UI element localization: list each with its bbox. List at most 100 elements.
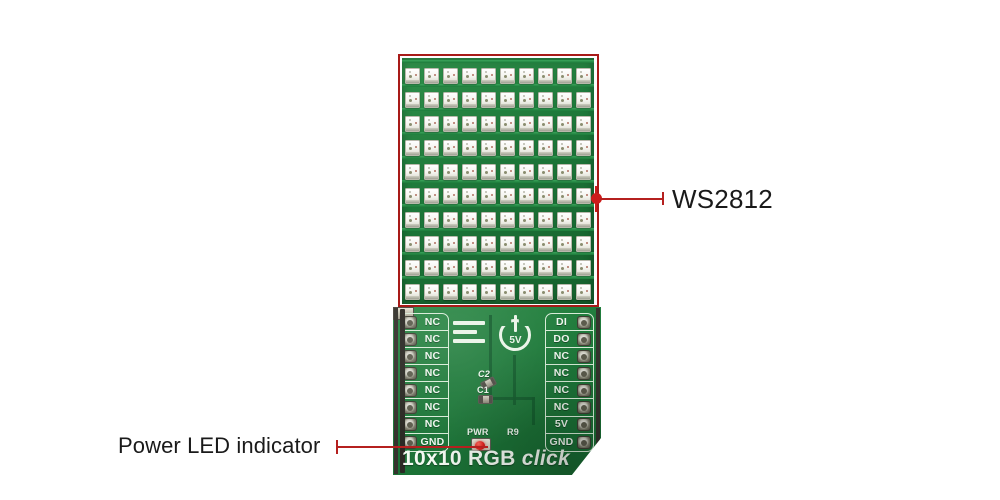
ws2812-led-icon <box>538 284 553 300</box>
ws2812-led-icon <box>424 260 439 276</box>
led-cell <box>403 232 422 256</box>
pin-pad-icon <box>403 401 417 415</box>
led-cell <box>555 136 574 160</box>
ws2812-led-icon <box>557 260 572 276</box>
pin-row[interactable]: NC <box>546 399 593 417</box>
matrix-trace-strip <box>402 252 594 255</box>
led-cell <box>403 208 422 232</box>
ws2812-led-icon <box>481 236 496 252</box>
silkscreen-ref-r9: R9 <box>507 427 519 437</box>
ws2812-callout-endcap <box>662 192 664 205</box>
ws2812-led-icon <box>519 92 534 108</box>
ws2812-callout-label: WS2812 <box>672 184 773 214</box>
ws2812-led-icon <box>557 212 572 228</box>
pin-row[interactable]: NC <box>546 382 593 400</box>
ws2812-led-icon <box>576 260 591 276</box>
led-cell <box>422 136 441 160</box>
led-cell <box>517 256 536 280</box>
led-cell <box>498 256 517 280</box>
pin-row[interactable]: NC <box>401 382 448 400</box>
ws2812-led-icon <box>481 188 496 204</box>
pin-row[interactable]: NC <box>401 314 448 332</box>
led-matrix-grid <box>403 64 593 304</box>
board-title-main: 10x10 RGB <box>402 447 516 470</box>
pin-row[interactable]: NC <box>546 348 593 366</box>
pcb-trace <box>489 315 492 399</box>
pin-label: DO <box>553 332 570 345</box>
ws2812-led-icon <box>481 116 496 132</box>
led-cell <box>479 232 498 256</box>
pin-pad-icon <box>577 315 591 329</box>
pin-row[interactable]: 5V <box>546 417 593 434</box>
led-cell <box>422 208 441 232</box>
led-cell <box>555 64 574 88</box>
ws2812-led-icon <box>500 236 515 252</box>
led-cell <box>498 64 517 88</box>
ws2812-led-icon <box>481 260 496 276</box>
led-cell <box>479 64 498 88</box>
pin-pad-icon <box>577 366 591 380</box>
pin-row[interactable]: NC <box>401 417 448 434</box>
led-cell <box>574 88 593 112</box>
ws2812-callout-line <box>600 198 664 200</box>
ws2812-led-icon <box>538 212 553 228</box>
led-cell <box>555 88 574 112</box>
pin-label: NC <box>553 367 570 380</box>
led-cell <box>441 136 460 160</box>
led-cell <box>403 136 422 160</box>
led-cell <box>536 88 555 112</box>
ws2812-led-icon <box>424 236 439 252</box>
ws2812-led-icon <box>481 212 496 228</box>
led-cell <box>536 280 555 304</box>
ws2812-led-icon <box>500 92 515 108</box>
led-cell <box>441 256 460 280</box>
led-cell <box>498 88 517 112</box>
pin-row[interactable]: NC <box>401 365 448 383</box>
ws2812-led-icon <box>576 236 591 252</box>
ws2812-led-icon <box>462 164 477 180</box>
pin-row[interactable]: NC <box>401 331 448 349</box>
ws2812-led-icon <box>557 68 572 84</box>
matrix-trace-strip <box>402 228 594 231</box>
ws2812-led-icon <box>576 116 591 132</box>
pin-row[interactable]: NC <box>401 348 448 366</box>
ws2812-led-icon <box>462 284 477 300</box>
led-cell <box>422 232 441 256</box>
pin-label: NC <box>424 401 441 414</box>
led-cell <box>403 256 422 280</box>
ws2812-led-icon <box>405 92 420 108</box>
pin-label: NC <box>424 384 441 397</box>
pin-row[interactable]: DI <box>546 314 593 332</box>
led-cell <box>498 136 517 160</box>
ws2812-led-icon <box>405 284 420 300</box>
ws2812-led-icon <box>481 68 496 84</box>
ws2812-led-icon <box>500 212 515 228</box>
pin-row[interactable]: NC <box>546 365 593 383</box>
pin-row[interactable]: GND <box>546 434 593 451</box>
pin-row[interactable]: DO <box>546 331 593 349</box>
led-cell <box>517 88 536 112</box>
pin-pad-icon <box>403 349 417 363</box>
pin-row[interactable]: GND <box>401 434 448 451</box>
led-cell <box>422 256 441 280</box>
pin-pad-icon <box>577 418 591 432</box>
ws2812-led-icon <box>424 116 439 132</box>
matrix-trace-strip <box>402 156 594 159</box>
right-pin-header: DI DO NC NC NC NC <box>545 313 594 452</box>
led-cell <box>403 64 422 88</box>
ws2812-led-icon <box>538 164 553 180</box>
ws2812-led-icon <box>500 140 515 156</box>
ws2812-led-icon <box>443 188 458 204</box>
pin-row[interactable]: NC <box>401 399 448 417</box>
ws2812-led-icon <box>500 116 515 132</box>
ws2812-led-icon <box>424 188 439 204</box>
ws2812-led-icon <box>557 92 572 108</box>
power-stem-icon <box>513 315 517 332</box>
led-cell <box>498 208 517 232</box>
ws2812-led-icon <box>557 236 572 252</box>
led-cell <box>574 256 593 280</box>
ws2812-led-icon <box>443 92 458 108</box>
led-cell <box>498 112 517 136</box>
led-cell <box>517 184 536 208</box>
silkscreen-ref-pwr: PWR <box>467 427 489 437</box>
